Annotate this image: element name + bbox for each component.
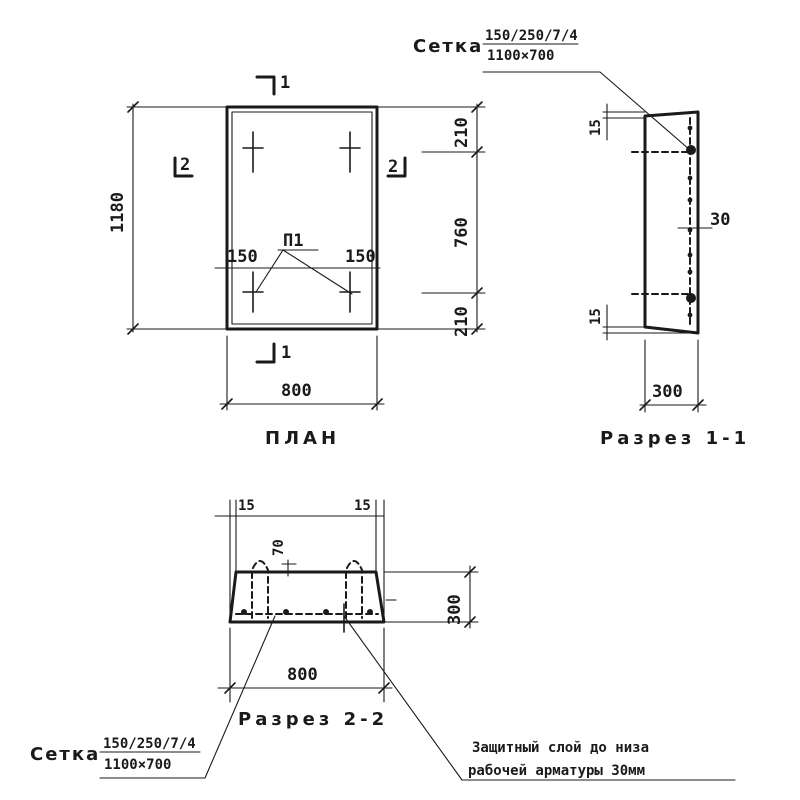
plan-section-1-bottom: [255, 342, 276, 364]
s22-note-line-1: Защитный слой до низа: [472, 740, 649, 756]
s22-dim-loop: 70: [271, 539, 287, 556]
s22-mesh-label: Сетка: [30, 744, 100, 765]
s22-dim-right: 15: [354, 498, 371, 514]
s11-dim-bottom: 15: [588, 308, 604, 325]
s11-bar-bottom: [686, 293, 696, 303]
s11-top-15-dimension: [602, 103, 646, 141]
plan-section-2-right: [386, 156, 407, 178]
plan-section-2-left-label: 2: [180, 155, 190, 175]
s22-width-dimension: [217, 627, 393, 703]
plan-dim-width: 800: [281, 381, 312, 401]
s11-mesh-numerator: 150/250/7/4: [485, 28, 578, 44]
s22-bars: [241, 609, 373, 615]
s22-mesh-numerator: 150/250/7/4: [103, 736, 196, 752]
plan-slab-outline: [225, 105, 379, 331]
plan-section-2-right-label: 2: [388, 157, 398, 177]
section-1-1-view: Сетка 150/250/7/4 1100×700 30 1: [413, 28, 750, 449]
s22-dim-width: 800: [287, 665, 318, 685]
section-2-2-view: 70 15 15 300 800 Ра: [30, 498, 736, 781]
s11-bottom-15-dimension: [602, 304, 699, 341]
plan-title: ПЛАН: [265, 428, 340, 449]
plan-section-1-bottom-label: 1: [281, 343, 291, 363]
s22-loop-right: [345, 560, 363, 619]
s22-top-dimensions: [214, 499, 385, 623]
plan-width-dimension: [219, 335, 385, 411]
section-2-2-title: Разрез 2-2: [238, 709, 388, 730]
s11-width-dimension: [639, 339, 707, 413]
plan-dim-height: 1180: [108, 192, 128, 233]
plan-p1-leader: [255, 249, 353, 295]
s22-dim-left: 15: [238, 498, 255, 514]
s22-loop-left: [251, 560, 269, 619]
s11-small-bars: [687, 125, 693, 318]
s11-bar-top: [686, 145, 696, 155]
plan-chain-dimension: [376, 101, 486, 335]
plan-slab-inner: [231, 111, 373, 325]
s11-dim-top: 15: [588, 119, 604, 136]
s11-dim-width: 300: [652, 382, 683, 402]
section-1-1-title: Разрез 1-1: [600, 428, 750, 449]
plan-view: П1 150 150 1 1 2 2 1180: [108, 73, 486, 449]
s22-note-line-2: рабочей арматуры 30мм: [468, 763, 645, 779]
s11-mesh-label: Сетка: [413, 36, 483, 57]
plan-dim-top: 210: [452, 117, 472, 148]
plan-height-dimension: [126, 101, 228, 335]
plan-loop-marks: [214, 131, 381, 313]
s11-mesh-denominator: 1100×700: [487, 48, 554, 64]
plan-dim-bottom: 210: [452, 306, 472, 337]
plan-section-1-top-label: 1: [280, 73, 290, 93]
plan-dim-right-offset: 150: [345, 247, 376, 267]
plan-section-1-top: [255, 75, 276, 96]
s11-mesh-leader: [482, 71, 691, 151]
s22-dim-height: 300: [445, 594, 465, 625]
plan-dim-left-offset: 150: [227, 247, 258, 267]
plan-dim-middle: 760: [452, 217, 472, 248]
s22-note-leader: [343, 615, 736, 781]
plan-loop-label: П1: [283, 231, 303, 251]
plan-section-2-left: [173, 156, 194, 178]
s22-mesh-denominator: 1100×700: [104, 757, 171, 773]
s11-dim-side: 30: [710, 210, 730, 230]
s22-height-dimension: [383, 565, 479, 629]
s22-mesh-leader: [99, 615, 276, 779]
